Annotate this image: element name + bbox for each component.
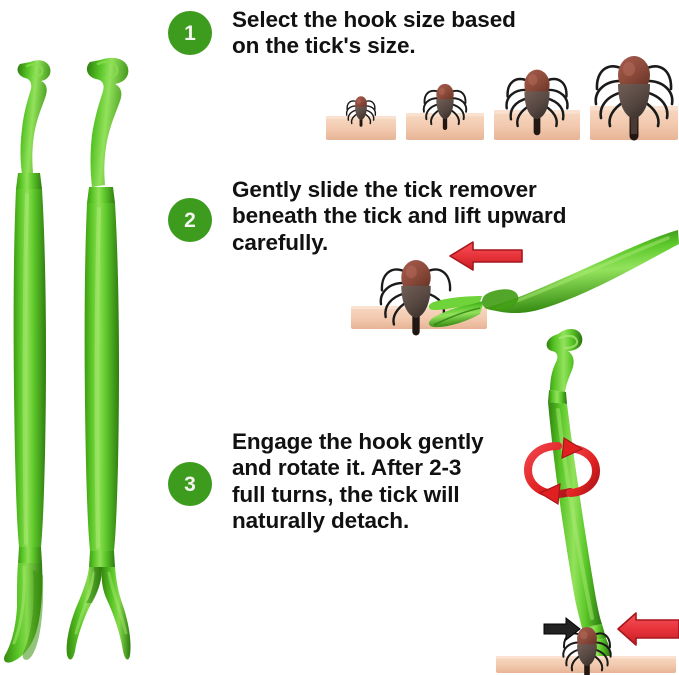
tick-detach-arrow	[543, 616, 581, 642]
step-1: 1 Select the hook size based on the tick…	[168, 6, 516, 60]
attached-tick	[379, 260, 452, 336]
tick-sample-3	[494, 69, 580, 140]
step-1-text: Select the hook size based on the tick's…	[232, 7, 516, 59]
rotate-tool-illustration	[440, 318, 679, 675]
step-2-text: Gently slide the tick remover beneath th…	[232, 177, 567, 255]
step-3-text: Engage the hook gently and rotate it. Af…	[232, 429, 484, 533]
slide-direction-arrow	[449, 241, 523, 271]
tick-sample-1	[326, 96, 396, 140]
tick-sample-4	[590, 56, 678, 141]
step-2-badge: 2	[168, 198, 212, 242]
tick-sample-2	[406, 83, 484, 140]
step-3-badge: 3	[168, 462, 212, 506]
step-3: 3 Engage the hook gently and rotate it. …	[168, 428, 484, 534]
tick-size-comparison	[322, 56, 679, 146]
tick-remover-tool-diagonal	[428, 230, 679, 328]
rotation-arrow	[523, 436, 601, 506]
step-1-badge: 1	[168, 11, 212, 55]
product-tools-illustration	[0, 55, 160, 675]
tool-push-arrow	[617, 612, 679, 646]
slide-under-tick-illustration	[348, 228, 679, 340]
large-tick-remover-tool	[66, 57, 131, 660]
small-tick-remover-tool	[4, 60, 51, 663]
step-2: 2 Gently slide the tick remover beneath …	[168, 176, 566, 256]
